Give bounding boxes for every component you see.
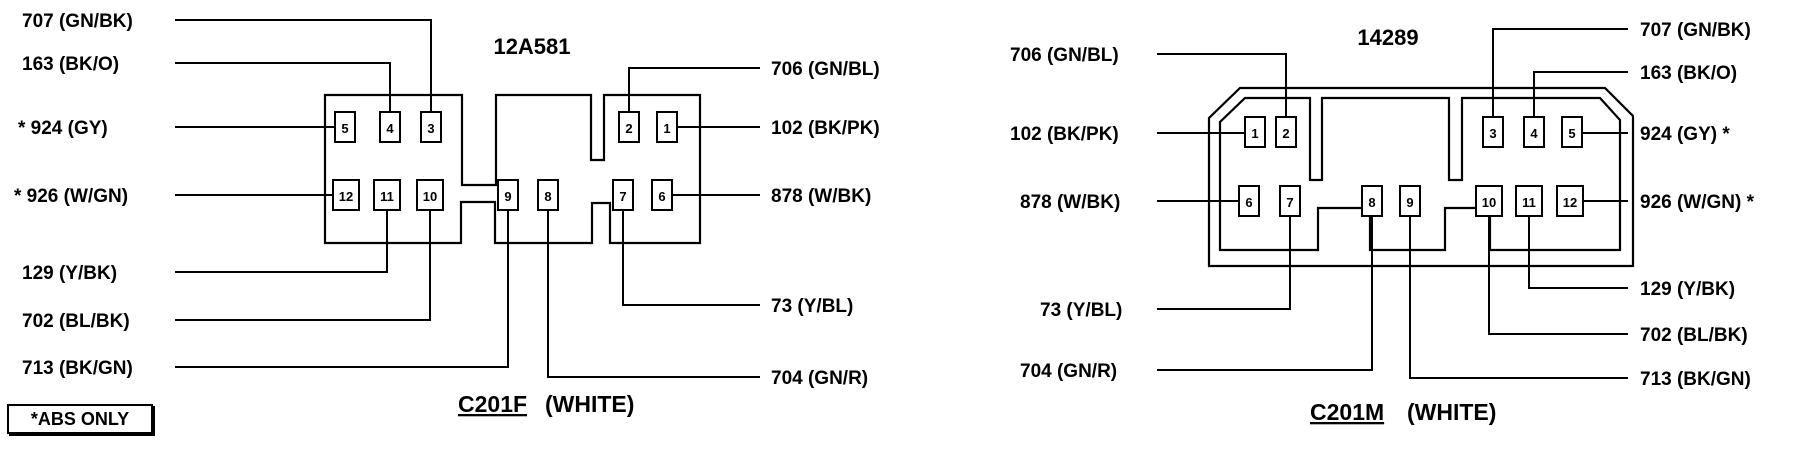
wire-163-bk-o-left <box>175 62 391 112</box>
connector-c201f-pin-5: 5 <box>334 111 356 143</box>
connector-c201m: 1 2 3 4 5 6 7 8 9 10 11 12 706 (GN/BL) 1… <box>1010 20 1755 425</box>
connector-c201m-pin-11: 11 <box>1515 185 1543 217</box>
wire-label: 707 (GN/BK) <box>1640 20 1751 41</box>
svg-text:1: 1 <box>663 121 670 136</box>
svg-text:5: 5 <box>1568 126 1575 141</box>
wire-label: 129 (Y/BK) <box>1640 279 1735 300</box>
wire-label: 102 (BK/PK) <box>1010 124 1119 145</box>
connector-c201m-pin-12: 12 <box>1556 185 1584 217</box>
connector-c201m-pin-9: 9 <box>1399 185 1421 217</box>
svg-text:10: 10 <box>423 189 437 204</box>
wire-707-gn-bk-left <box>175 19 432 112</box>
connector-c201m-pin-4: 4 <box>1523 116 1545 148</box>
connector-c201f-pin-9: 9 <box>497 179 519 211</box>
svg-text:3: 3 <box>427 121 434 136</box>
wire-label: 73 (Y/BL) <box>771 296 853 317</box>
connector-c201m-pin-1: 1 <box>1244 116 1266 148</box>
wire-129-y-bk-left <box>175 210 388 273</box>
connector-c201m-pin-7: 7 <box>1279 185 1301 217</box>
wire-label: 73 (Y/BL) <box>1040 300 1122 321</box>
svg-text:4: 4 <box>386 121 394 136</box>
connector-c201f-pin-4: 4 <box>379 111 401 143</box>
wire-label: 878 (W/BK) <box>771 186 871 207</box>
connector-c201f-part-number: 12A581 <box>493 34 570 59</box>
connector-c201f-pin-2: 2 <box>618 111 640 143</box>
svg-text:3: 3 <box>1489 126 1496 141</box>
wire-label: * 924 (GY) <box>18 118 108 139</box>
connector-c201f: 5 4 3 2 1 12 11 10 9 8 7 6 707 (GN/BK) 1… <box>14 11 880 417</box>
svg-text:2: 2 <box>625 121 632 136</box>
wire-label: 163 (BK/O) <box>1640 63 1737 84</box>
wire-73-y-bl-right <box>1157 216 1291 310</box>
svg-text:11: 11 <box>380 189 394 204</box>
wire-label: 926 (W/GN) * <box>1640 192 1755 213</box>
svg-text:7: 7 <box>1286 195 1293 210</box>
wire-707-gn-bk-right <box>1492 28 1628 117</box>
wire-label: 706 (GN/BL) <box>1010 45 1119 66</box>
svg-text:6: 6 <box>1245 195 1252 210</box>
wire-706-gn-bl-left <box>628 67 760 112</box>
svg-text:2: 2 <box>1282 126 1289 141</box>
wire-73-y-bl-left <box>622 210 760 306</box>
connector-c201f-pin-1: 1 <box>656 111 678 143</box>
connector-c201m-pin-10: 10 <box>1475 185 1503 217</box>
connector-c201f-pin-12: 12 <box>332 179 360 211</box>
svg-text:1: 1 <box>1251 126 1258 141</box>
svg-text:12: 12 <box>1563 195 1577 210</box>
wire-702-bl-bk-right <box>1488 216 1628 335</box>
wire-label: 702 (BL/BK) <box>22 311 130 332</box>
wire-label: * 926 (W/GN) <box>14 186 128 207</box>
svg-text:9: 9 <box>1406 195 1413 210</box>
connector-c201f-pin-6: 6 <box>651 179 673 211</box>
connector-c201m-name: C201M <box>1310 399 1384 425</box>
svg-text:7: 7 <box>619 189 626 204</box>
svg-text:12: 12 <box>339 189 353 204</box>
abs-only-note: *ABS ONLY <box>7 404 153 434</box>
connector-c201m-part-number: 14289 <box>1357 25 1418 50</box>
wire-713-bk-gn-right <box>1409 216 1628 379</box>
svg-text:11: 11 <box>1522 195 1536 210</box>
wire-label: 878 (W/BK) <box>1020 192 1120 213</box>
wire-label: 102 (BK/PK) <box>771 118 880 139</box>
svg-text:9: 9 <box>504 189 511 204</box>
connector-c201f-color: (WHITE) <box>545 391 634 417</box>
wire-label: 704 (GN/R) <box>1020 361 1117 382</box>
wire-label: 713 (BK/GN) <box>1640 369 1751 390</box>
connector-c201m-pin-5: 5 <box>1561 116 1583 148</box>
connector-c201m-pin-6: 6 <box>1238 185 1260 217</box>
connector-c201m-pin-2: 2 <box>1275 116 1297 148</box>
wire-label: 129 (Y/BK) <box>22 263 117 284</box>
wire-label: 707 (GN/BK) <box>22 11 133 32</box>
wire-702-bl-bk-left <box>175 210 431 321</box>
wire-713-bk-gn-left <box>175 210 509 368</box>
connector-c201f-name: C201F <box>458 391 527 417</box>
connector-c201m-pin-8: 8 <box>1361 185 1383 217</box>
svg-text:4: 4 <box>1530 126 1538 141</box>
wire-label: 924 (GY) * <box>1640 124 1730 145</box>
wire-label: 704 (GN/R) <box>771 368 868 389</box>
wire-704-gn-r-right <box>1157 216 1373 371</box>
svg-text:5: 5 <box>341 121 348 136</box>
wire-706-gn-bl-right <box>1157 53 1287 117</box>
wire-label: 706 (GN/BL) <box>771 59 880 80</box>
connector-c201f-pin-10: 10 <box>416 179 444 211</box>
wire-label: 713 (BK/GN) <box>22 358 133 379</box>
svg-text:8: 8 <box>1368 195 1375 210</box>
connector-c201m-pin-3: 3 <box>1482 116 1504 148</box>
connector-c201f-pin-3: 3 <box>420 111 442 143</box>
wire-704-gn-r-left <box>547 210 760 378</box>
wire-label: 163 (BK/O) <box>22 54 119 75</box>
svg-text:10: 10 <box>1482 195 1496 210</box>
connector-c201f-pin-11: 11 <box>373 179 401 211</box>
wire-163-bk-o-right <box>1533 71 1628 117</box>
wire-label: 702 (BL/BK) <box>1640 325 1748 346</box>
connector-c201f-pin-8: 8 <box>537 179 559 211</box>
svg-text:6: 6 <box>658 189 665 204</box>
connector-c201f-pin-7: 7 <box>612 179 634 211</box>
svg-text:8: 8 <box>544 189 551 204</box>
wire-129-y-bk-right <box>1528 216 1628 289</box>
connector-c201m-color: (WHITE) <box>1407 399 1496 425</box>
